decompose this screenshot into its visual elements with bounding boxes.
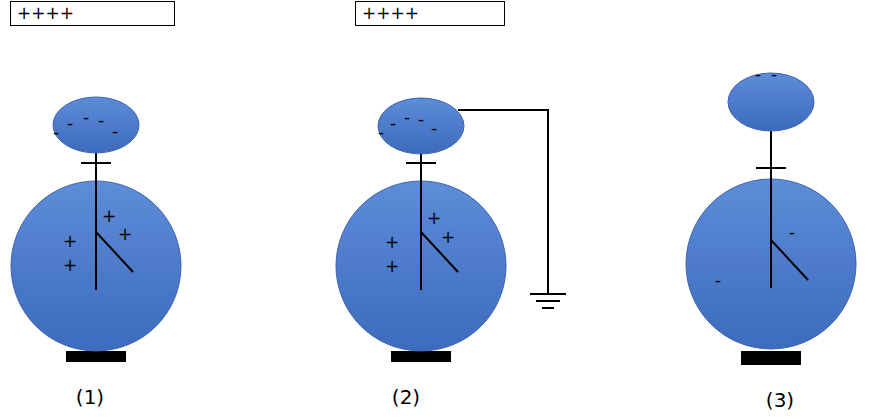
ground-symbol [542, 307, 554, 309]
charged-rod: ++++ [355, 1, 505, 26]
case-outline [10, 180, 182, 352]
ground-symbol [530, 293, 566, 295]
metal-rod [95, 180, 97, 290]
sphere [53, 97, 139, 153]
charge-signs: ++++ [17, 3, 74, 23]
case-outline [685, 178, 857, 350]
charge-sign: + [427, 210, 441, 227]
charge-signs: ++++ [362, 3, 419, 23]
metal-rod [420, 180, 422, 290]
charge-sign: + [385, 258, 399, 275]
charge-sign: - [83, 109, 89, 126]
figure-number: (2) [392, 387, 420, 407]
sphere [378, 98, 464, 154]
charge-sign: - [390, 115, 396, 132]
charge-sign: + [441, 229, 455, 246]
charge-sign: - [431, 120, 437, 137]
charge-sign: + [102, 208, 116, 225]
charge-sign: + [63, 257, 77, 274]
stand-base [391, 351, 451, 362]
charge-sign: - [378, 124, 384, 141]
figure-number: (3) [766, 390, 794, 410]
sphere [336, 181, 506, 351]
electroscope-knob: ----- [52, 96, 140, 154]
electroscope-knob: ----- [377, 97, 465, 155]
metal-rod [770, 131, 772, 179]
metal-rod [420, 154, 422, 181]
charge-sign: - [404, 109, 410, 126]
electroscope-knob: -- [727, 72, 815, 132]
charge-sign: - [771, 66, 777, 83]
charge-sign: - [112, 123, 118, 140]
case-outline [335, 180, 507, 352]
charge-sign: + [63, 233, 77, 250]
charge-sign: - [53, 124, 59, 141]
figure-number: (1) [76, 387, 104, 407]
charge-sign: - [715, 272, 721, 289]
ground-symbol [536, 300, 560, 302]
sphere [686, 179, 856, 349]
charge-sign: - [98, 112, 104, 129]
stand-base [741, 351, 801, 365]
knob-outline [52, 96, 140, 154]
electroscope-case: -- [685, 178, 857, 350]
charge-sign: - [755, 66, 761, 83]
charge-sign: + [118, 226, 132, 243]
metal-rod [770, 178, 772, 288]
charge-sign: - [67, 115, 73, 132]
electroscope-case: ++++ [10, 180, 182, 352]
charge-sign: - [418, 111, 424, 128]
charge-sign: - [789, 224, 795, 241]
stand-base [66, 351, 126, 362]
metal-rod [95, 153, 97, 181]
charged-rod: ++++ [10, 1, 175, 26]
sphere [11, 181, 181, 351]
charge-sign: + [385, 234, 399, 251]
electroscope-case: ++++ [335, 180, 507, 352]
gold-leaf [771, 240, 808, 280]
